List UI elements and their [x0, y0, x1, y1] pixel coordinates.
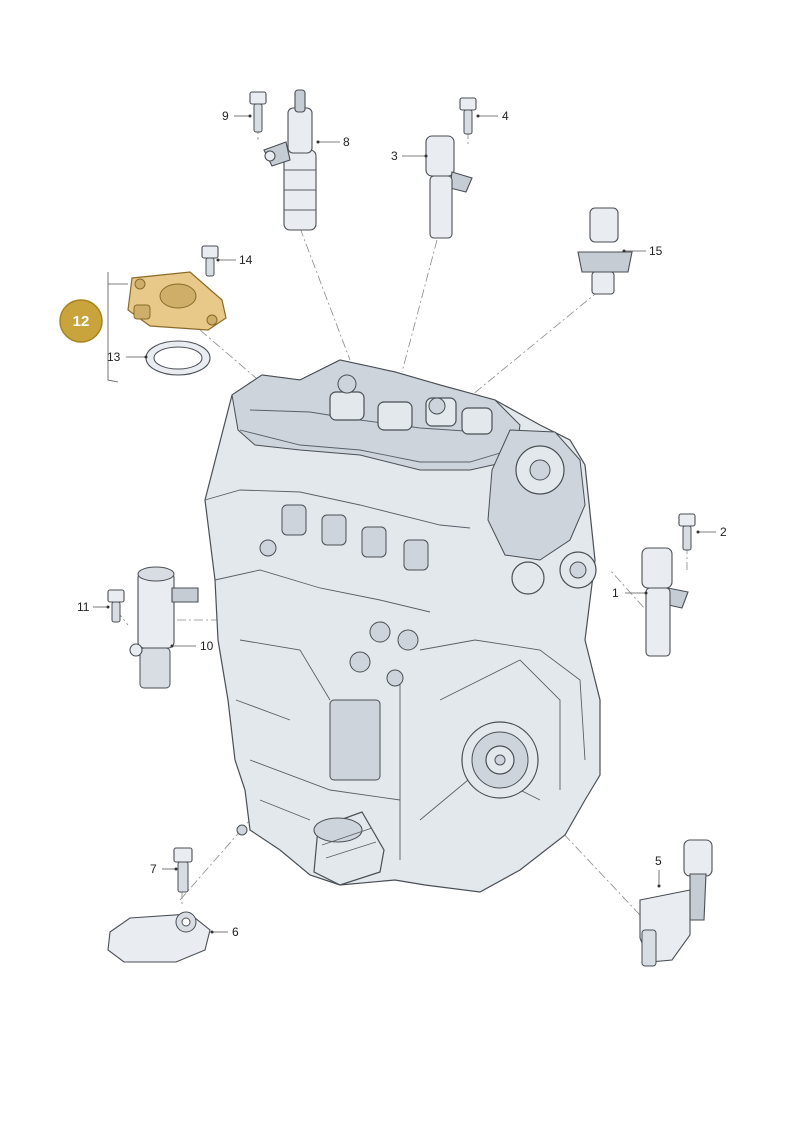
callout-11: 11	[77, 600, 90, 614]
callout-10: 10	[200, 639, 214, 653]
part-4-bolt	[459, 97, 477, 135]
callout-4: 4	[502, 109, 509, 123]
engine-block	[204, 359, 601, 893]
part-1-sensor	[641, 547, 689, 657]
part-12-highlighted-component	[127, 271, 227, 331]
callout-8: 8	[343, 135, 350, 149]
callout-labels: 1 2 3 4 5 6 7 8 9 10 11 13 14 15	[77, 109, 727, 939]
callout-13: 13	[107, 350, 121, 364]
part-15-pressure-sensor	[577, 207, 633, 295]
callout-9: 9	[222, 109, 229, 123]
callout-14: 14	[239, 253, 253, 267]
part-14-bolt	[201, 245, 219, 277]
part-9-bolt	[249, 91, 267, 133]
part-11-bolt	[107, 589, 125, 623]
callout-7: 7	[150, 862, 157, 876]
callout-5: 5	[655, 854, 662, 868]
callout-3: 3	[391, 149, 398, 163]
part-13-seal-ring	[145, 340, 211, 376]
part-8-control-valve	[263, 89, 317, 231]
callout-12: 12	[73, 313, 90, 330]
callout-15: 15	[649, 244, 663, 258]
callout-12-badge: 12	[59, 299, 103, 343]
callout-2: 2	[720, 525, 727, 539]
part-10-solenoid-valve	[129, 566, 199, 689]
callout-leader-lines	[93, 114, 716, 934]
part-3-sensor	[425, 135, 473, 239]
part-5-bracket-sensor	[639, 839, 713, 967]
part-2-bolt	[678, 513, 696, 551]
callout-6: 6	[232, 925, 239, 939]
oil-filter	[313, 811, 385, 886]
part-7-bolt	[173, 847, 193, 893]
intake-ports	[281, 504, 429, 571]
part-6-knock-sensor	[107, 911, 211, 963]
callout-1: 1	[612, 586, 619, 600]
